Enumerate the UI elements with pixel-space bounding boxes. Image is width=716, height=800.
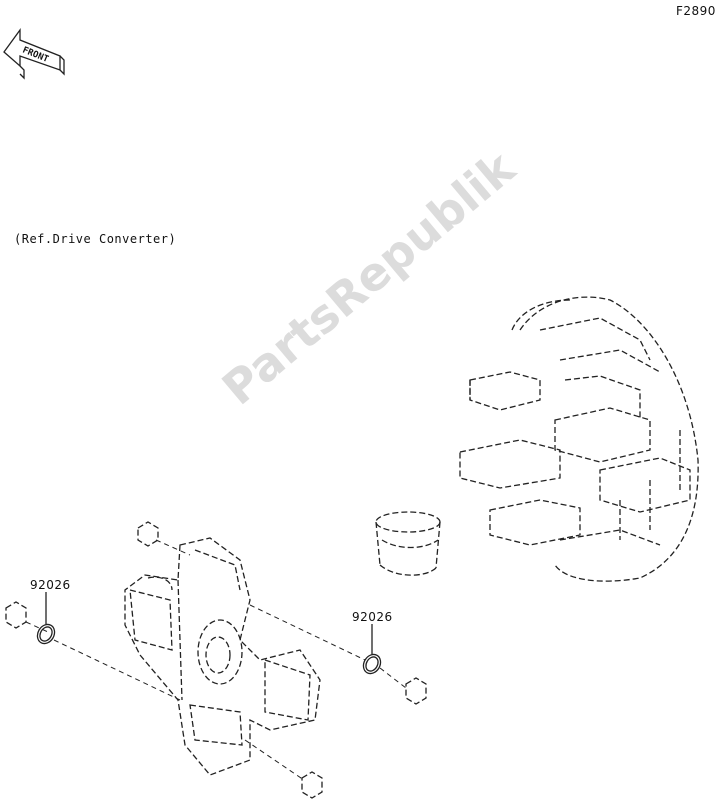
mounting-bracket	[124, 537, 321, 776]
front-arrow-icon: FRONT	[3, 28, 65, 80]
hex-nut	[301, 771, 323, 799]
part-number-label: 92026	[352, 610, 393, 624]
o-ring-left	[36, 592, 56, 645]
reference-note: (Ref.Drive Converter)	[14, 232, 177, 246]
figure-code: F2890	[676, 4, 716, 18]
o-ring-right	[362, 624, 382, 675]
hex-nut	[5, 601, 27, 629]
bushing-collar	[375, 511, 441, 576]
hex-nut	[137, 521, 159, 547]
part-number-label: 92026	[30, 578, 71, 592]
front-arrow-label: FRONT	[21, 46, 50, 66]
hex-nut	[405, 677, 427, 705]
drive-converter-housing	[459, 296, 699, 582]
assembly-guide-lines	[25, 539, 407, 781]
